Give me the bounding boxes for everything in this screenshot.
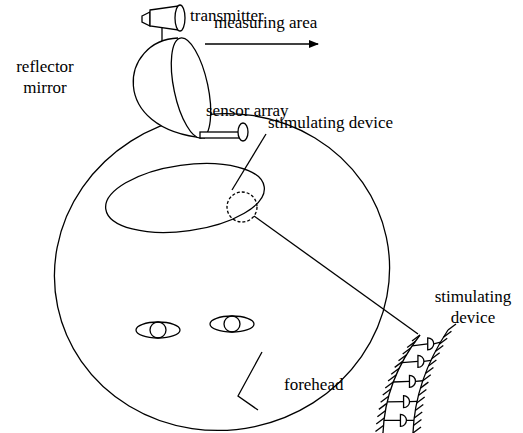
hatch-stroke xyxy=(425,367,433,373)
part-label: measuring area xyxy=(214,12,317,33)
hatch-stroke xyxy=(420,382,428,388)
hatch-stroke xyxy=(417,397,425,403)
pin-stem xyxy=(415,380,422,382)
hatch-stroke xyxy=(375,425,383,431)
hatch-stroke xyxy=(423,375,431,381)
hatch-stroke xyxy=(395,361,403,367)
pin-stem xyxy=(434,342,441,344)
pin-stem xyxy=(384,420,400,421)
detail-circle xyxy=(227,192,257,222)
nose-symbol xyxy=(238,352,262,410)
hatch-stroke xyxy=(432,353,440,359)
hatch-stroke xyxy=(381,396,389,402)
stimulating-device-region xyxy=(101,154,269,242)
pin-stem xyxy=(410,401,417,403)
measuring-arrow xyxy=(205,43,318,44)
hatch-stroke xyxy=(418,390,426,396)
hatch-stroke xyxy=(403,348,411,354)
hatch-stroke xyxy=(391,368,399,374)
detail-view xyxy=(375,324,456,433)
pin-stem xyxy=(406,420,413,421)
leader-line xyxy=(254,216,418,334)
hatch-stroke xyxy=(383,389,391,395)
part-label: stimulating device xyxy=(268,112,393,133)
leader-line xyxy=(232,134,266,190)
electrode-tip xyxy=(400,414,406,426)
head-outline xyxy=(25,83,419,433)
hatch-stroke xyxy=(399,355,407,361)
pin-stem xyxy=(424,360,431,361)
pin-stem xyxy=(412,344,428,346)
hatch-stroke xyxy=(443,331,451,337)
part-label: forehead xyxy=(284,374,343,395)
hatch-stroke xyxy=(377,411,385,417)
reflector-mirror-symbol xyxy=(133,35,218,142)
part-label: stimulating device xyxy=(427,286,519,328)
electrode-tip xyxy=(418,355,424,367)
transmitter-symbol xyxy=(142,5,185,42)
hatch-stroke xyxy=(385,382,393,388)
sensor-array-symbol xyxy=(200,123,248,141)
electrode-tip xyxy=(404,396,410,408)
hatch-stroke xyxy=(412,335,420,341)
hatch-stroke xyxy=(435,346,443,352)
hatch-stroke xyxy=(413,427,421,433)
pin-stem xyxy=(393,381,409,383)
part-label: reflector mirror xyxy=(4,56,86,98)
electrode-tip xyxy=(428,338,434,350)
hatch-stroke xyxy=(376,418,384,424)
hatch-stroke xyxy=(414,412,422,418)
eye-symbol xyxy=(136,316,254,338)
hatch-stroke xyxy=(439,338,447,344)
pin-stem xyxy=(387,401,403,403)
pin-stem xyxy=(402,361,418,362)
hatch-stroke xyxy=(415,404,423,410)
hatch-stroke xyxy=(379,403,387,409)
electrode-tip xyxy=(409,375,415,387)
hatch-stroke xyxy=(407,341,415,347)
hatch-stroke xyxy=(388,375,396,381)
hatch-stroke xyxy=(413,419,421,425)
